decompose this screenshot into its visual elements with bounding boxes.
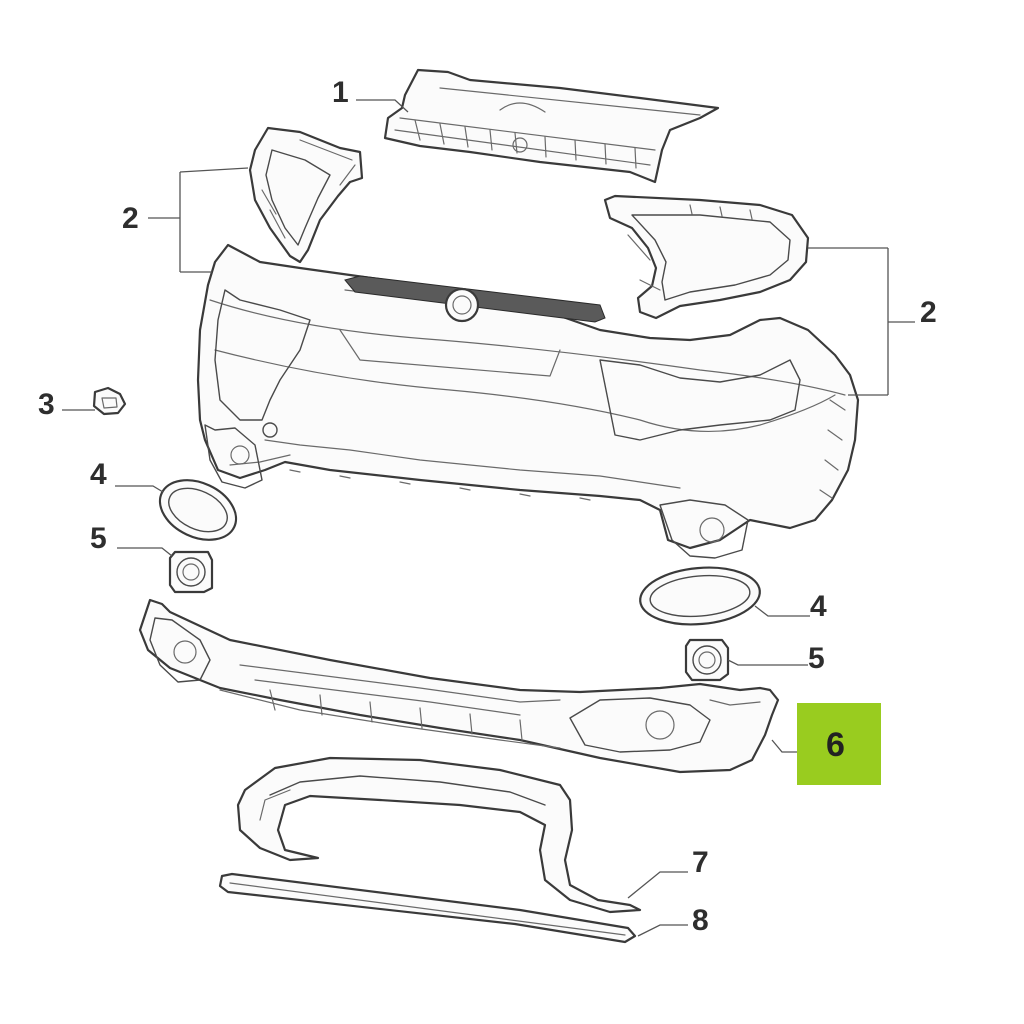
callout-2-right: 2 <box>920 296 937 329</box>
callout-4-left: 4 <box>90 458 107 491</box>
callout-8: 8 <box>692 904 709 937</box>
part-2-right-bracket <box>603 194 810 320</box>
callout-5-right: 5 <box>808 642 825 675</box>
part-2-left-bracket <box>248 126 364 264</box>
leader-lines <box>62 99 915 937</box>
part-6-lower-bumper <box>138 598 780 774</box>
callout-3: 3 <box>38 388 55 421</box>
main-bumper <box>196 243 860 559</box>
part-7-skid-plate <box>236 756 642 914</box>
callout-2-left: 2 <box>122 202 139 235</box>
callout-6: 6 <box>826 726 845 764</box>
highlight-box-6 <box>797 703 881 785</box>
part-4-left-bezel <box>158 479 238 541</box>
callout-4-right: 4 <box>810 590 827 623</box>
callout-7: 7 <box>692 846 709 879</box>
part-3-clip <box>92 386 127 416</box>
callout-1: 1 <box>332 76 349 109</box>
part-5-right-fog-lamp <box>684 638 730 682</box>
part-8-trim-strip <box>218 872 637 944</box>
part-1-upper-support <box>383 68 720 184</box>
part-4-right-bezel <box>639 566 761 626</box>
callout-5-left: 5 <box>90 522 107 555</box>
part-5-left-fog-lamp <box>168 550 214 594</box>
